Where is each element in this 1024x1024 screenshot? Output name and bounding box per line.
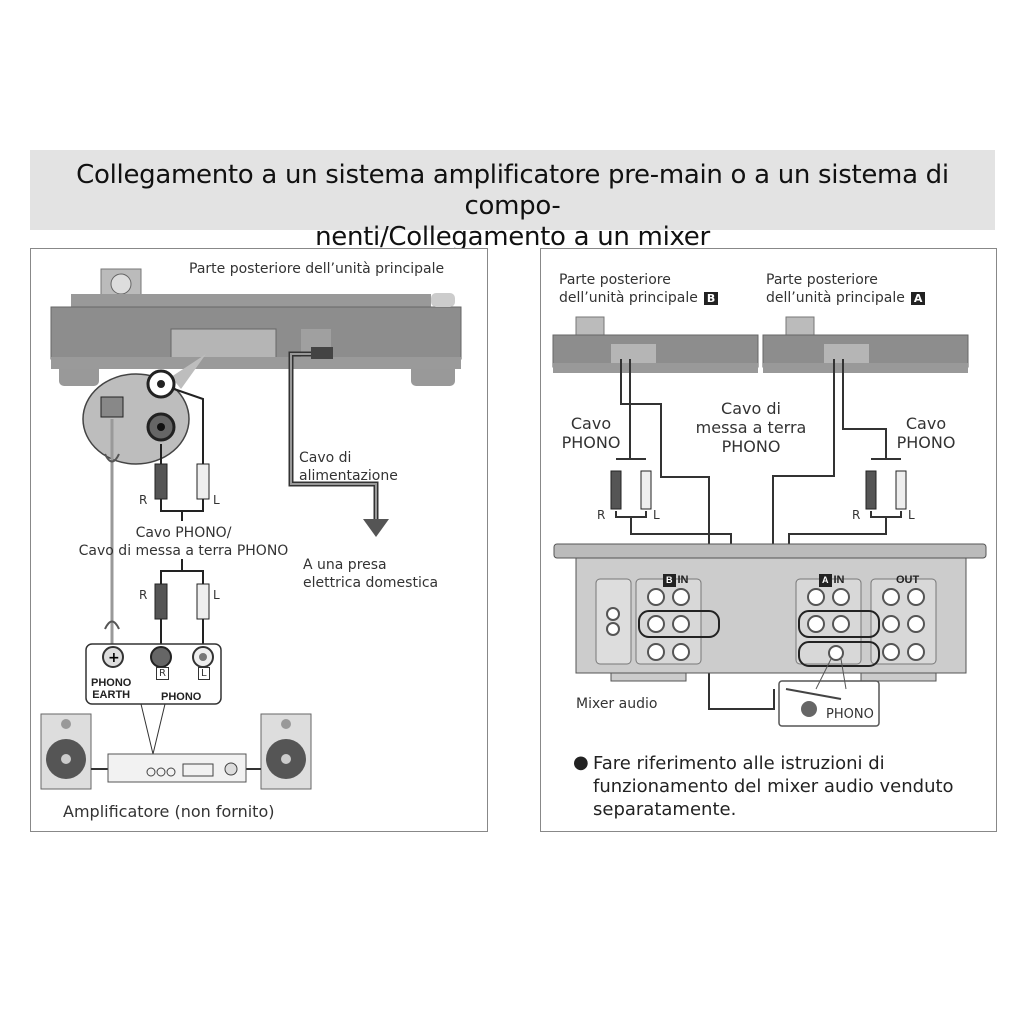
turntable-amplifier-diagram: + — [40, 268, 462, 790]
label-line: PHONO — [561, 433, 621, 452]
title-line-2: nenti/Collegamento a un mixer — [315, 222, 710, 252]
speakers-and-amplifier — [40, 713, 312, 790]
terminal-callout — [82, 354, 206, 465]
label-line: Cavo — [905, 414, 947, 433]
phono-cable-label: Cavo PHONO/ Cavo di messa a terra PHONO — [31, 524, 336, 560]
bullet-icon: ● — [573, 752, 589, 773]
label-line: Cavo — [570, 414, 612, 433]
title-line-1: Collegamento a un sistema amplificatore … — [76, 160, 949, 221]
outlet-label-line: elettrica domestica — [303, 575, 439, 591]
rear-unit-label: Parte posteriore dell’unità principale — [189, 261, 445, 277]
svg-text:+: + — [108, 650, 120, 666]
phono-earth-line: EARTH — [92, 689, 131, 701]
out-label: OUT — [896, 574, 920, 586]
turntable-a-illustration — [762, 316, 969, 373]
phono-cable-label-line: Cavo di messa a terra PHONO — [78, 543, 289, 559]
power-cable-label-line: alimentazione — [299, 468, 398, 484]
power-cable-label-line: Cavo di — [299, 450, 352, 466]
mixer-note: ● Fare riferimento alle istruzioni di fu… — [573, 752, 954, 821]
a-badge: A — [819, 574, 832, 587]
mixer-rear-illustration — [553, 543, 987, 682]
l-marker: L — [908, 508, 915, 522]
unit-b-label-line: dell’unità principale — [559, 290, 698, 306]
l-marker: L — [653, 508, 660, 522]
ground-cable-label: Cavo di messa a terra PHONO — [676, 399, 826, 456]
phono-cable-left-label: Cavo PHONO — [551, 414, 631, 452]
r-marker: R — [139, 588, 148, 602]
mixer-diagram — [552, 316, 987, 727]
phono-earth-line: PHONO — [91, 677, 132, 689]
unit-a-label-line: Parte posteriore — [766, 272, 878, 288]
r-marker: R — [597, 508, 606, 522]
unit-b-label: Parte posteriore dell’unità principale B — [559, 271, 719, 307]
phono-inset-label: PHONO — [826, 707, 874, 722]
b-in-text: IN — [677, 574, 689, 586]
a-in-text: IN — [833, 574, 845, 586]
turntable-b-illustration — [552, 316, 759, 373]
phono-cable-right-label: Cavo PHONO — [886, 414, 966, 452]
title-bar — [30, 150, 995, 230]
rca-plugs — [610, 470, 907, 510]
ground-wire — [104, 419, 120, 644]
unit-b-badge: B — [703, 292, 719, 305]
page-title: Collegamento a un sistema amplificatore … — [30, 160, 995, 253]
phono-cable-lines — [160, 388, 204, 644]
phono-label: PHONO — [161, 691, 202, 703]
mixer-label: Mixer audio — [576, 696, 658, 712]
r-marker: R — [139, 493, 148, 507]
rca-plugs — [154, 463, 210, 620]
outlet-label: A una presa elettrica domestica — [303, 556, 438, 592]
note-line: Fare riferimento alle istruzioni di — [593, 753, 885, 774]
unit-a-label: Parte posteriore dell’unità principale A — [766, 271, 926, 307]
note-line: funzionamento del mixer audio venduto — [593, 776, 954, 797]
outlet-label-line: A una presa — [303, 557, 387, 573]
l-jack-label: L — [198, 667, 210, 680]
unit-b-label-line: Parte posteriore — [559, 272, 671, 288]
r-marker: R — [852, 508, 861, 522]
phono-earth-label: PHONO EARTH — [91, 677, 131, 701]
amplifier-label: Amplificatore (non fornito) — [63, 802, 275, 821]
label-line: messa a terra — [695, 418, 807, 437]
l-marker: L — [213, 588, 220, 602]
l-marker: L — [213, 493, 220, 507]
label-line: PHONO — [721, 437, 781, 456]
phono-ground-inset — [778, 658, 880, 727]
turntable-rear-illustration — [50, 268, 462, 386]
unit-a-badge: A — [910, 292, 926, 305]
label-line: Cavo di — [721, 399, 781, 418]
phono-cable-label-line: Cavo PHONO/ — [135, 525, 232, 541]
label-line: PHONO — [896, 433, 956, 452]
r-jack-label: R — [156, 667, 169, 680]
unit-a-label-line: dell’unità principale — [766, 290, 905, 306]
b-badge: B — [663, 574, 676, 587]
power-cable-label: Cavo di alimentazione — [299, 449, 398, 485]
note-line: separatamente. — [593, 799, 737, 820]
power-cable — [288, 347, 389, 537]
amplifier-connection-panel: + Parte posteriore dell’unità principale — [30, 248, 488, 832]
